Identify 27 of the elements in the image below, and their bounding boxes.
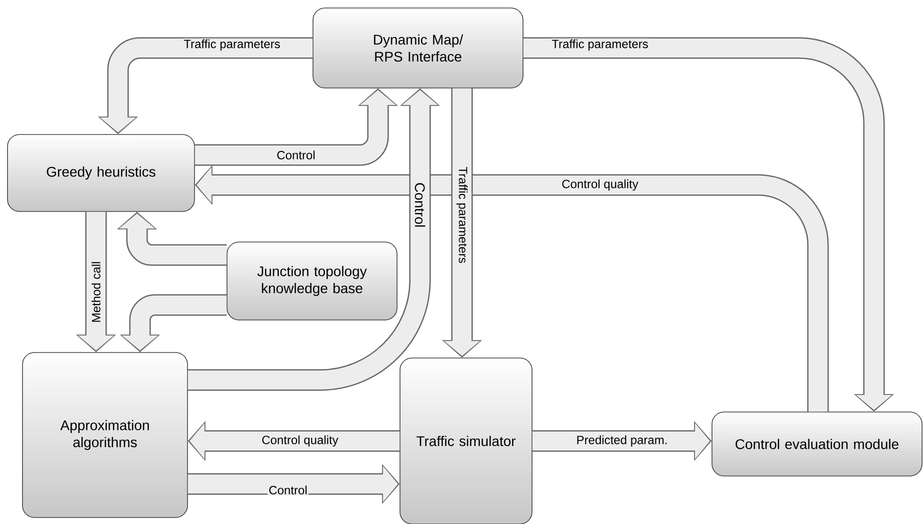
- process-box: Control evaluation module: [712, 412, 922, 476]
- process-box: Traffic simulator: [400, 358, 532, 524]
- block-arrow: [188, 88, 440, 391]
- block-arrow: [188, 464, 400, 504]
- block-arrow: [194, 165, 829, 412]
- block-arrow: [442, 88, 482, 358]
- edge-label: Traffic parameters: [182, 38, 282, 52]
- block-arrow: [120, 294, 227, 352]
- edge-label: Control quality: [560, 178, 640, 192]
- block-arrow: [98, 37, 313, 134]
- edge-label: Control quality: [260, 434, 340, 448]
- edge-label: Method call: [90, 260, 102, 324]
- block-arrow: [194, 88, 398, 166]
- block-arrow: [523, 37, 894, 412]
- process-box: Dynamic Map/ RPS Interface: [312, 8, 524, 88]
- process-box: Approximation algorithms: [22, 352, 188, 518]
- edge-label: Traffic parameters: [550, 38, 650, 52]
- block-arrow: [532, 421, 712, 461]
- block-arrow: [188, 421, 400, 461]
- block-arrow: [117, 212, 227, 266]
- process-box: Junction topology knowledge base: [226, 242, 398, 320]
- edge-label: Control: [276, 150, 316, 160]
- edge-label: Control: [268, 484, 308, 496]
- process-box: Greedy heuristics: [7, 134, 195, 212]
- edge-label: Control: [414, 181, 426, 229]
- edge-label: Predicted param.: [575, 434, 669, 448]
- edge-label: Traffic parameters: [455, 166, 469, 264]
